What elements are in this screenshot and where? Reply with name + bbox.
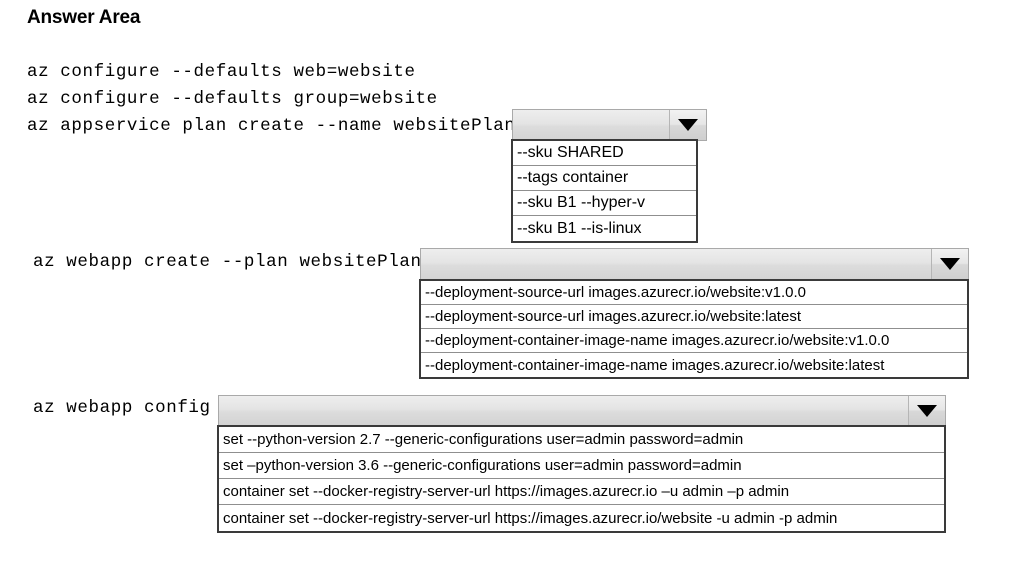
list-item[interactable]: --deployment-container-image-name images… xyxy=(421,353,967,377)
command-line-configure-group: az configure --defaults group=website xyxy=(27,89,438,109)
list-item[interactable]: container set --docker-registry-server-u… xyxy=(219,505,944,531)
dropdown-3-combobox[interactable] xyxy=(218,395,946,426)
chevron-down-icon[interactable] xyxy=(931,249,968,279)
dropdown-1-option-list[interactable]: --sku SHARED --tags container --sku B1 -… xyxy=(511,139,698,243)
chevron-down-icon[interactable] xyxy=(669,110,706,140)
dropdown-2-option-list[interactable]: --deployment-source-url images.azurecr.i… xyxy=(419,279,969,379)
list-item[interactable]: set –python-version 3.6 --generic-config… xyxy=(219,453,944,479)
list-item[interactable]: set --python-version 2.7 --generic-confi… xyxy=(219,427,944,453)
list-item[interactable]: --sku SHARED xyxy=(513,141,696,166)
dropdown-3-option-list[interactable]: set --python-version 2.7 --generic-confi… xyxy=(217,425,946,533)
page-title: Answer Area xyxy=(27,7,141,28)
list-item[interactable]: --deployment-source-url images.azurecr.i… xyxy=(421,305,967,329)
dropdown-2-selected-value xyxy=(421,249,931,279)
list-item[interactable]: --sku B1 --hyper-v xyxy=(513,191,696,216)
list-item[interactable]: --sku B1 --is-linux xyxy=(513,216,696,241)
dropdown-2-combobox[interactable] xyxy=(420,248,969,280)
list-item[interactable]: container set --docker-registry-server-u… xyxy=(219,479,944,505)
chevron-down-icon[interactable] xyxy=(908,396,945,425)
command-line-webapp-config: az webapp config xyxy=(33,398,211,418)
list-item[interactable]: --deployment-container-image-name images… xyxy=(421,329,967,353)
dropdown-3-selected-value xyxy=(219,396,908,425)
dropdown-1-combobox[interactable] xyxy=(512,109,707,141)
command-line-configure-web: az configure --defaults web=website xyxy=(27,62,416,82)
dropdown-1-selected-value xyxy=(513,110,669,140)
list-item[interactable]: --tags container xyxy=(513,166,696,191)
command-line-appservice-plan-create: az appservice plan create --name website… xyxy=(27,116,516,136)
list-item[interactable]: --deployment-source-url images.azurecr.i… xyxy=(421,281,967,305)
command-line-webapp-create: az webapp create --plan websitePlan xyxy=(33,252,422,272)
